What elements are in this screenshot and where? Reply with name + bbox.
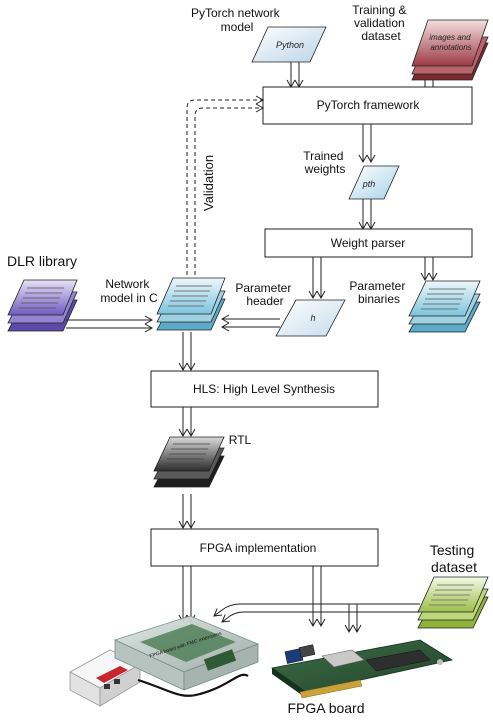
- pcie-fpga-board-image: [270, 639, 454, 699]
- parameter-header-line2: header: [246, 294, 283, 308]
- network-model-stack-icon: [156, 277, 226, 331]
- validation-feedback-arrow: [186, 95, 265, 275]
- arrow-dlr-to-network: [66, 315, 154, 333]
- cased-fpga-board-image: FPGA board with FMC extensions: [113, 615, 260, 691]
- validation-label: Validation: [201, 155, 216, 211]
- hls-label: HLS: High Level Synthesis: [193, 382, 335, 396]
- rtl-stack-icon: [153, 436, 225, 488]
- parameter-binaries-line1: Parameter: [349, 279, 405, 293]
- testing-dataset-label: Testing dataset: [430, 542, 478, 575]
- pytorch-model-label-line2: model: [221, 20, 254, 34]
- arrow-network-to-hls: [178, 332, 196, 372]
- parameter-header-line1: Parameter: [235, 281, 291, 295]
- arrow-python-to-pytorch: [286, 62, 304, 89]
- usb-cable-image: [137, 673, 249, 697]
- testing-dataset-line2: dataset: [431, 559, 477, 575]
- trained-weights-line2: weights: [304, 162, 346, 176]
- arrow-pytorch-to-pth: [358, 124, 376, 164]
- h-tag: h: [310, 313, 315, 323]
- pth-document-icon: pth: [348, 165, 400, 200]
- arrow-parser-to-header: [308, 257, 326, 300]
- network-model-label: Network model in C: [100, 277, 158, 305]
- images-tag-line2: annotations: [430, 43, 471, 52]
- network-model-line2: model in C: [100, 291, 158, 305]
- arrow-testing-to-boards: [213, 603, 420, 634]
- weight-parser-label: Weight parser: [331, 236, 405, 250]
- trained-weights-label: Trained weights: [303, 149, 347, 176]
- images-tag-line1: images and: [429, 33, 471, 42]
- pytorch-model-label: PyTorch network model: [191, 6, 283, 34]
- rtl-label: RTL: [229, 433, 252, 447]
- pytorch-model-label-line1: PyTorch network: [191, 6, 281, 20]
- training-dataset-label-line2: validation: [354, 16, 405, 30]
- arrow-dataset-to-pytorch: [424, 80, 434, 87]
- training-dataset-stack-icon: images and annotations: [411, 19, 489, 81]
- dlr-library-label: DLR library: [7, 253, 77, 269]
- network-model-line1: Network: [105, 277, 150, 291]
- testing-dataset-stack-icon: [417, 576, 489, 629]
- testing-dataset-line1: Testing: [430, 542, 474, 558]
- pytorch-framework-box: PyTorch framework: [262, 86, 473, 125]
- pytorch-framework-label: PyTorch framework: [317, 98, 421, 112]
- training-dataset-label-line1: Training &: [352, 3, 406, 17]
- python-tag: Python: [276, 40, 304, 50]
- parameter-binaries-label: Parameter binaries: [349, 279, 408, 306]
- arrow-fpga-to-boards: [178, 566, 326, 628]
- parameter-header-label: Parameter header: [235, 281, 294, 308]
- arrow-header-to-network: [220, 314, 280, 332]
- fpga-implementation-label: FPGA implementation: [200, 541, 317, 555]
- training-dataset-label: Training & validation dataset: [352, 3, 410, 43]
- arrow-parser-to-binaries: [420, 257, 438, 282]
- weight-parser-box: Weight parser: [264, 228, 473, 258]
- trained-weights-line1: Trained: [303, 149, 343, 163]
- h-document-icon: h: [275, 299, 346, 337]
- training-dataset-label-line3: dataset: [361, 29, 401, 43]
- arrow-hls-to-rtl: [178, 407, 196, 438]
- parameter-binaries-stack-icon: [408, 280, 481, 333]
- fpga-implementation-box: FPGA implementation: [150, 528, 379, 567]
- hls-box: HLS: High Level Synthesis: [150, 370, 379, 408]
- python-document-icon: Python: [251, 26, 327, 63]
- arrow-pth-to-weight-parser: [358, 199, 376, 231]
- images-annotations-tag: images and annotations: [429, 33, 473, 52]
- fpga-board-label: FPGA board: [287, 700, 364, 716]
- dlr-library-stack-icon: [7, 279, 78, 332]
- pth-tag: pth: [362, 179, 376, 189]
- arrow-rtl-to-fpga: [178, 494, 196, 530]
- parameter-binaries-line2: binaries: [358, 292, 400, 306]
